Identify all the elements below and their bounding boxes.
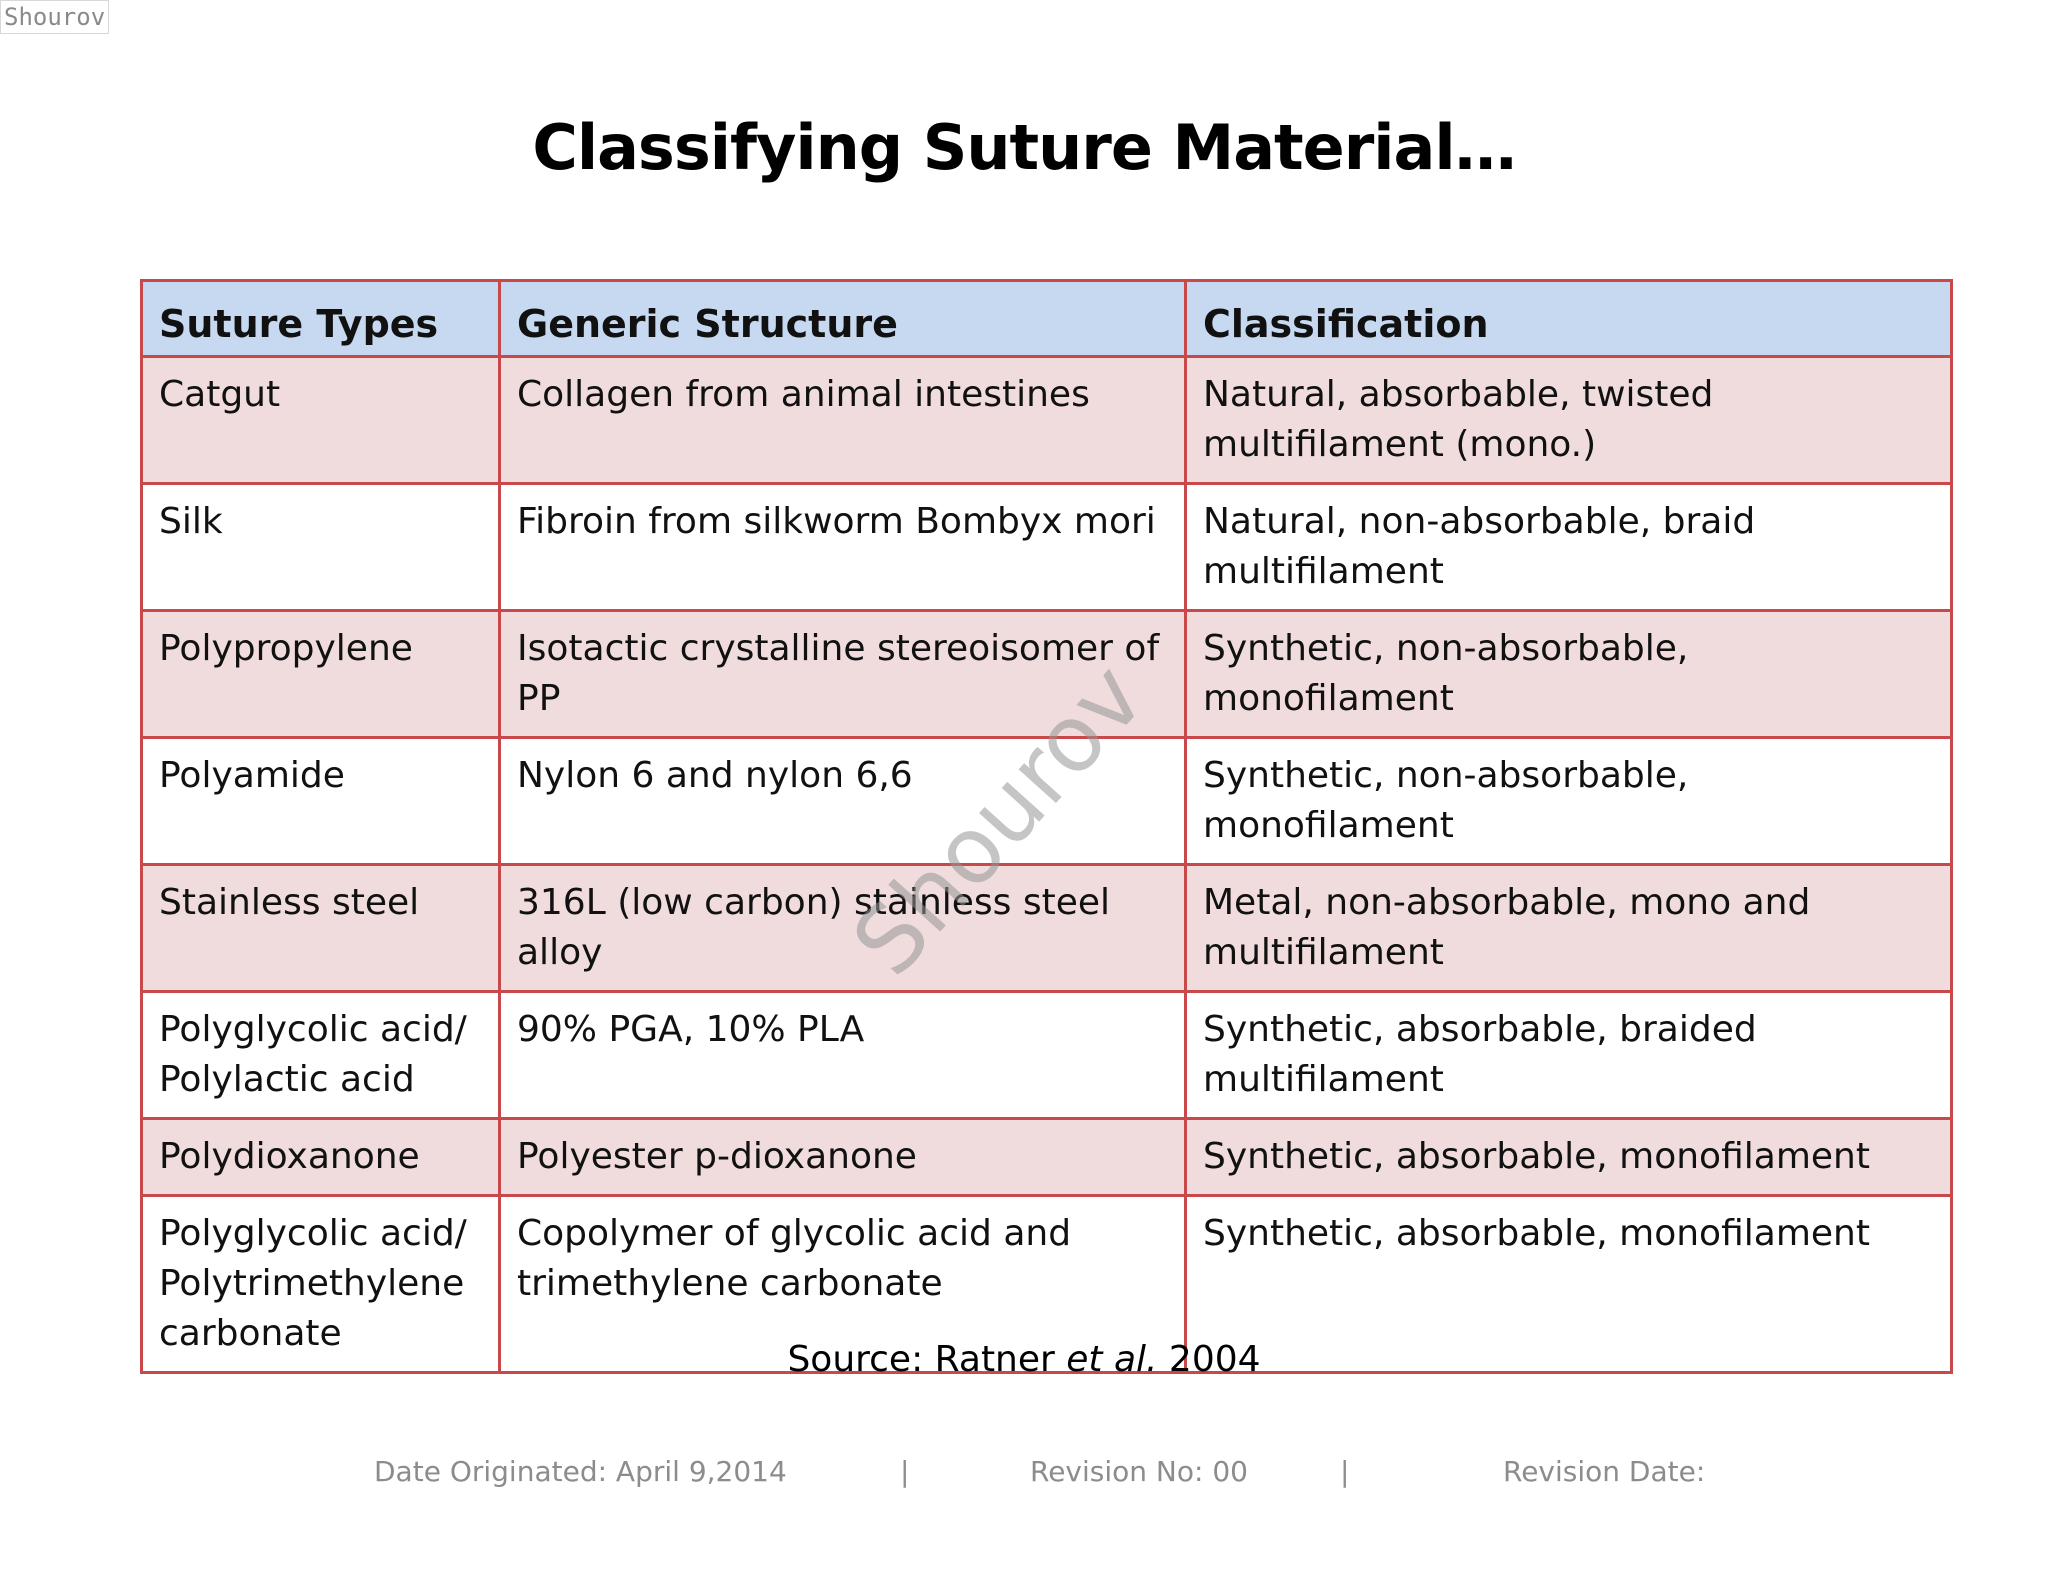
footer-revision-no: Revision No: 00	[1030, 1455, 1248, 1488]
source-prefix: Source: Ratner	[787, 1339, 1067, 1380]
footer-revision-date: Revision Date:	[1503, 1455, 1706, 1488]
cell-generic-structure: Collagen from animal intestines	[498, 355, 1187, 485]
header-generic-structure: Generic Structure	[498, 279, 1187, 358]
corner-watermark: Shourov	[0, 0, 110, 34]
footer-date-originated: Date Originated: April 9,2014	[374, 1455, 787, 1488]
source-citation: Source: Ratner et al. 2004	[0, 1336, 2048, 1384]
table-row: Polyamide Nylon 6 and nylon 6,6 Syntheti…	[140, 736, 1953, 866]
header-suture-types: Suture Types	[140, 279, 501, 358]
cell-suture-type: Polyglycolic acid/ Polytrimethylene carb…	[140, 1194, 501, 1374]
cell-generic-structure: Nylon 6 and nylon 6,6	[498, 736, 1187, 866]
cell-suture-type: Polypropylene	[140, 609, 501, 739]
cell-classification: Synthetic, non-absorbable, monofilament	[1184, 609, 1953, 739]
cell-generic-structure: Isotactic crystalline stereoisomer of PP	[498, 609, 1187, 739]
document-footer: Date Originated: April 9,2014 | Revision…	[0, 1454, 2048, 1494]
table-row: Polydioxanone Polyester p-dioxanone Synt…	[140, 1117, 1953, 1197]
header-classification: Classification	[1184, 279, 1953, 358]
cell-classification: Metal, non-absorbable, mono and multifil…	[1184, 863, 1953, 993]
cell-suture-type: Polydioxanone	[140, 1117, 501, 1197]
table-row: Silk Fibroin from silkworm Bombyx mori N…	[140, 482, 1953, 612]
table-row: Polyglycolic acid/ Polylactic acid 90% P…	[140, 990, 1953, 1120]
cell-suture-type: Catgut	[140, 355, 501, 485]
table-row: Catgut Collagen from animal intestines N…	[140, 355, 1953, 485]
cell-suture-type: Silk	[140, 482, 501, 612]
cell-generic-structure: Copolymer of glycolic acid and trimethyl…	[498, 1194, 1187, 1374]
cell-classification: Synthetic, non-absorbable, monofilament	[1184, 736, 1953, 866]
cell-suture-type: Polyglycolic acid/ Polylactic acid	[140, 990, 501, 1120]
cell-classification: Natural, absorbable, twisted multifilame…	[1184, 355, 1953, 485]
cell-classification: Synthetic, absorbable, monofilament	[1184, 1117, 1953, 1197]
cell-generic-structure: 316L (low carbon) stainless steel alloy	[498, 863, 1187, 993]
cell-suture-type: Polyamide	[140, 736, 501, 866]
cell-generic-structure: Polyester p-dioxanone	[498, 1117, 1187, 1197]
table-header-row: Suture Types Generic Structure Classific…	[140, 279, 1953, 358]
cell-generic-structure: Fibroin from silkworm Bombyx mori	[498, 482, 1187, 612]
table-row: Polypropylene Isotactic crystalline ster…	[140, 609, 1953, 739]
footer-separator: |	[1340, 1455, 1350, 1488]
cell-suture-type: Stainless steel	[140, 863, 501, 993]
cell-classification: Natural, non-absorbable, braid multifila…	[1184, 482, 1953, 612]
source-suffix: 2004	[1157, 1339, 1261, 1380]
table-row: Polyglycolic acid/ Polytrimethylene carb…	[140, 1194, 1953, 1374]
footer-separator: |	[900, 1455, 910, 1488]
cell-classification: Synthetic, absorbable, monofilament	[1184, 1194, 1953, 1374]
cell-classification: Synthetic, absorbable, braided multifila…	[1184, 990, 1953, 1120]
table-row: Stainless steel 316L (low carbon) stainl…	[140, 863, 1953, 993]
cell-generic-structure: 90% PGA, 10% PLA	[498, 990, 1187, 1120]
suture-classification-table: Suture Types Generic Structure Classific…	[140, 279, 1953, 1374]
source-italic: et al.	[1066, 1339, 1158, 1380]
page-title: Classifying Suture Material…	[532, 111, 1516, 184]
